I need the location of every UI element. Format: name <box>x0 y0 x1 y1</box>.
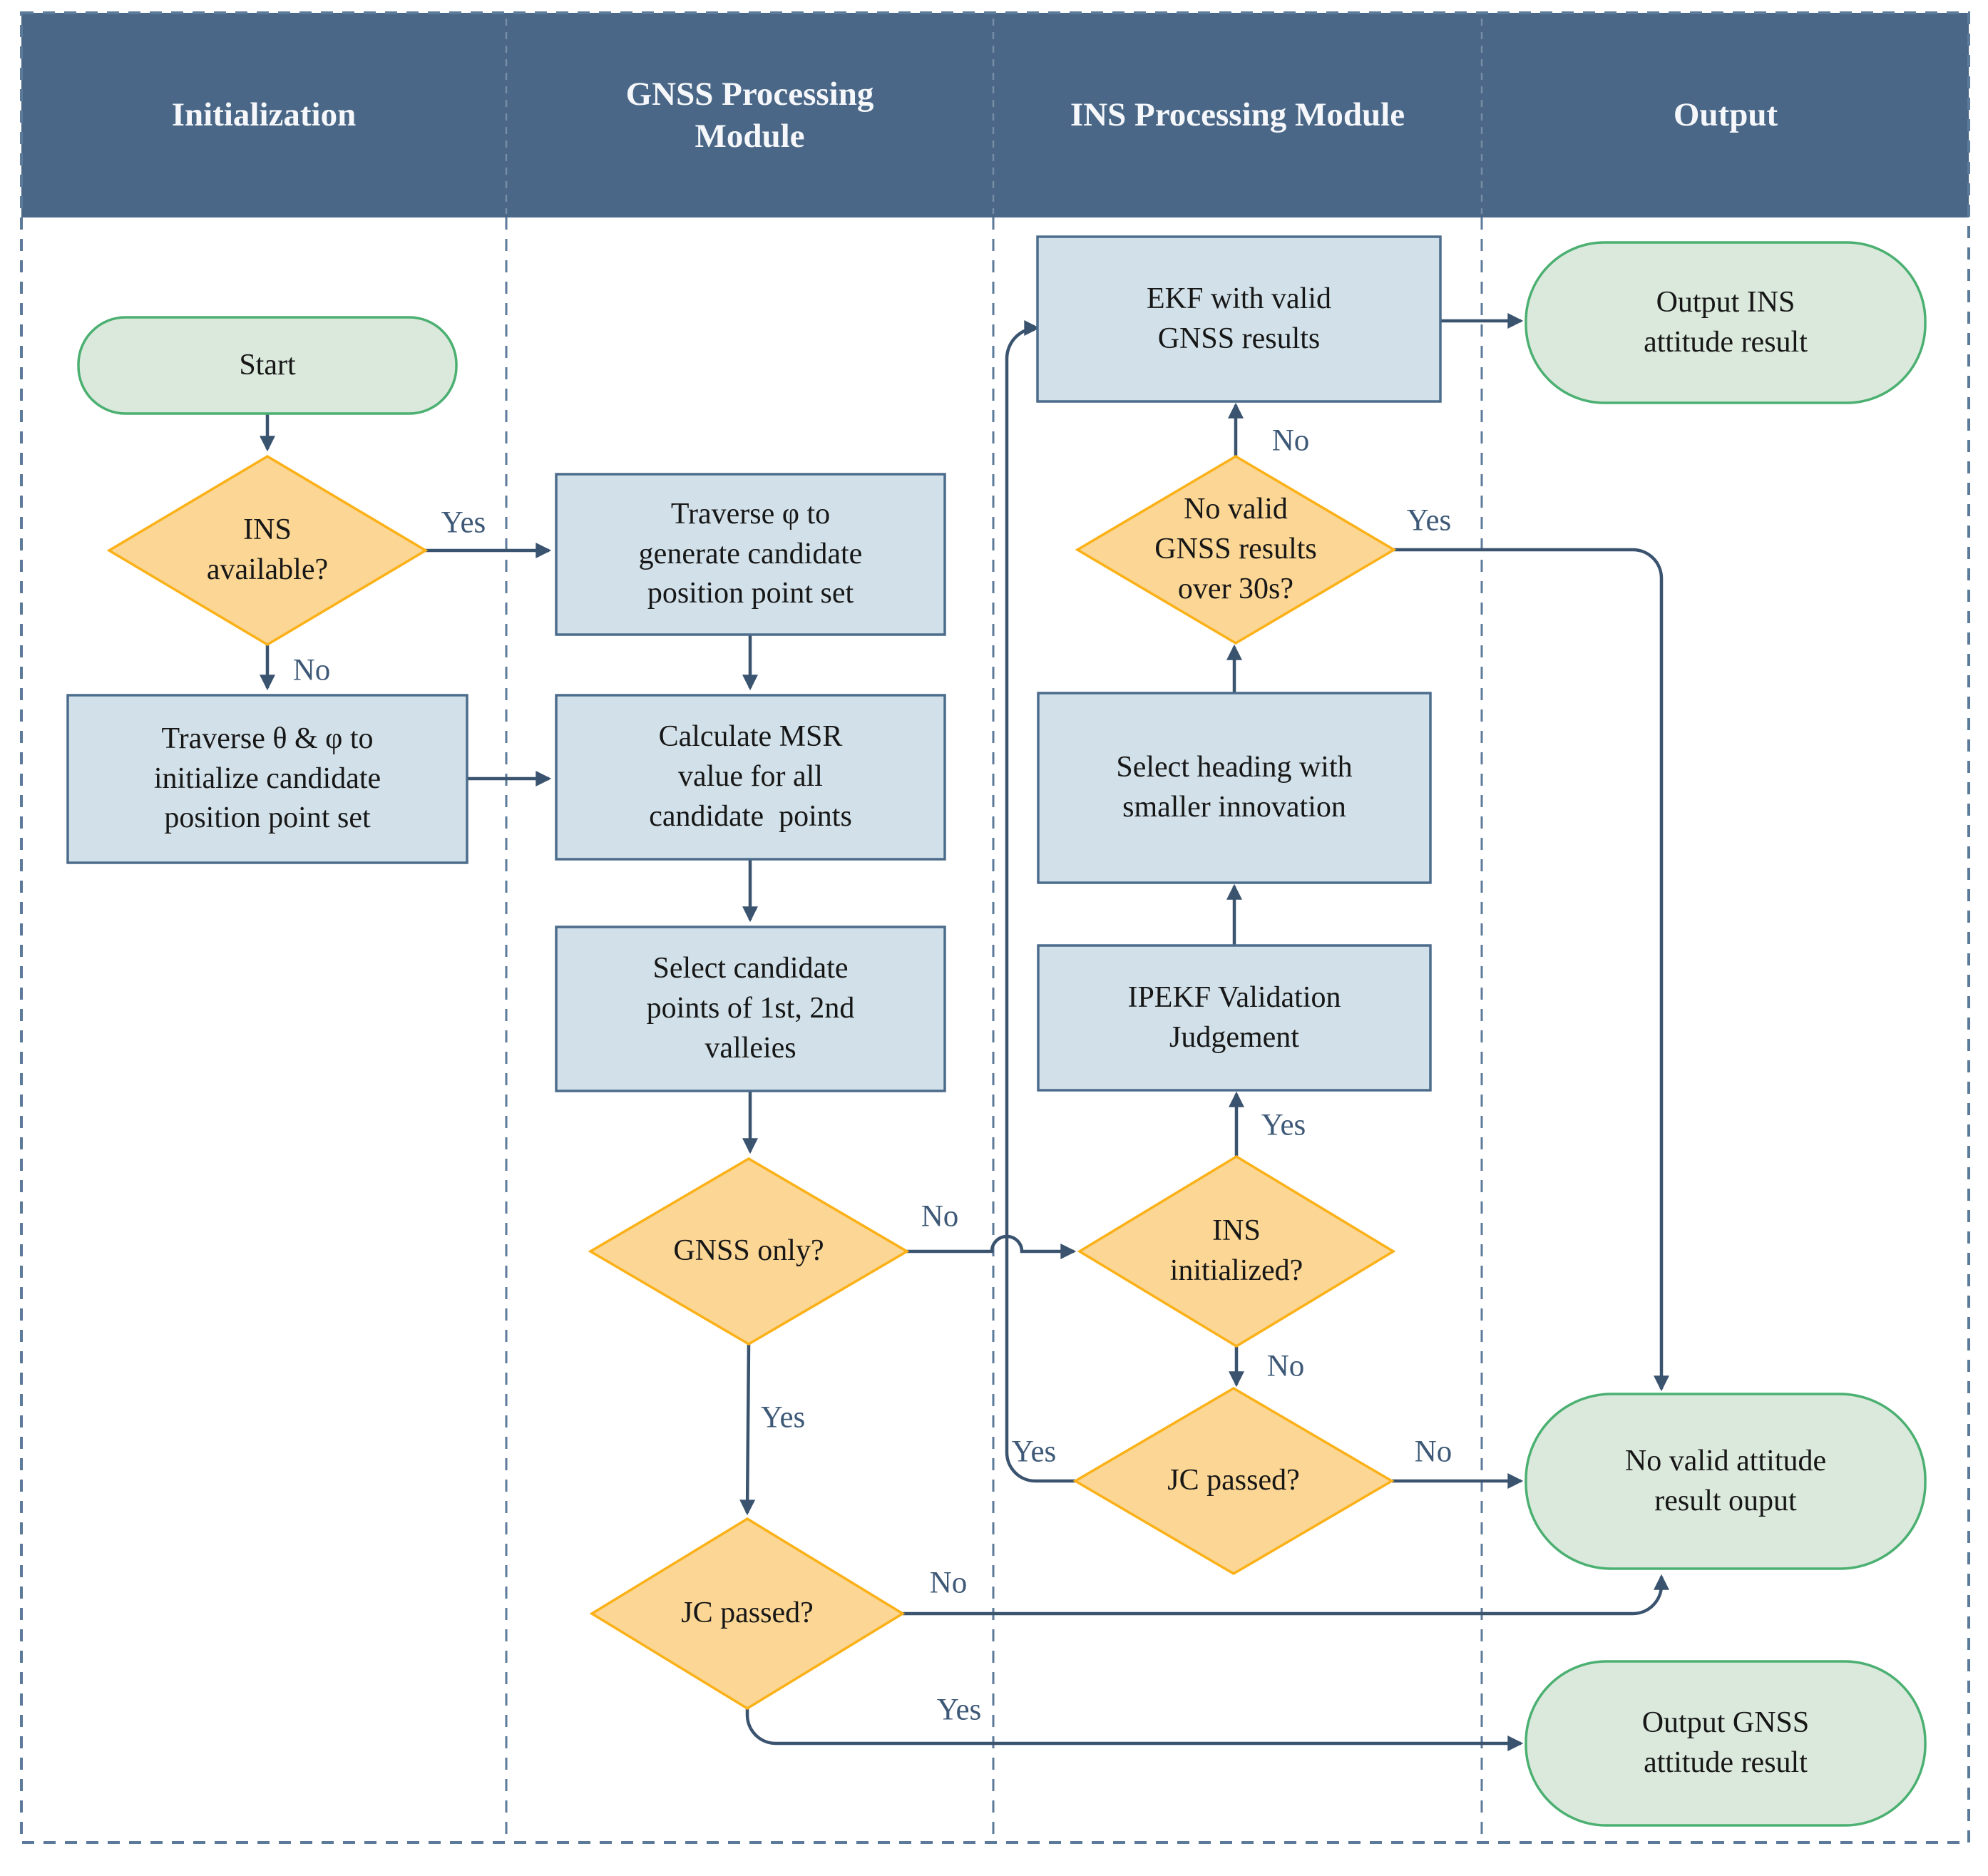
start-terminator-shape <box>77 316 458 415</box>
edge-gnss-only-no <box>907 1234 1077 1259</box>
edge-label-gnss-only-no: No <box>921 1199 959 1234</box>
diagram-border <box>20 11 1970 1844</box>
output-ins-terminator-shape <box>1525 241 1927 404</box>
no-valid-attitude-node: No valid attitude result ouput <box>1624 1444 1827 1517</box>
jc-passed-ins-decision-shape <box>1072 1386 1395 1576</box>
lane-header-ins-module: INS Processing Module <box>1070 96 1405 134</box>
traverse-phi-process-shape <box>555 473 946 636</box>
lane-header-initialization: Initialization <box>171 96 357 134</box>
traverse-theta-phi-process-shape <box>66 694 468 864</box>
lane-header-band <box>21 13 1969 217</box>
jc-passed-ins-node: JC passed? <box>1167 1464 1300 1497</box>
edge-label-ins-available-yes: Yes <box>441 506 486 540</box>
select-candidate-node: Select candidate points of 1st, 2nd vall… <box>646 952 855 1065</box>
select-heading-process-shape <box>1037 692 1432 884</box>
edge-label-gnss-only-yes: Yes <box>760 1400 806 1435</box>
output-gnss-terminator-shape <box>1525 1660 1927 1827</box>
no-valid-gnss-30s-decision-shape <box>1075 454 1397 645</box>
edge-label-ins-initialized-yes: Yes <box>1261 1108 1306 1142</box>
edge-label-ins-initialized-no: No <box>1266 1349 1305 1383</box>
edge-30s-yes <box>1394 548 1669 1392</box>
edge-label-jc-ins-no: No <box>1414 1435 1452 1469</box>
jc-passed-gnss-node: JC passed? <box>681 1596 814 1630</box>
no-valid-attitude-terminator-shape <box>1525 1393 1927 1570</box>
edge-label-30s-yes: Yes <box>1406 503 1452 538</box>
ins-initialized-decision-shape <box>1077 1154 1396 1348</box>
start-node: Start <box>239 348 296 381</box>
edge-label-jc-ins-yes: Yes <box>1011 1435 1057 1469</box>
ins-initialized-node: INS initialized? <box>1169 1214 1303 1287</box>
edge-label-jc-gnss-yes: Yes <box>936 1693 982 1727</box>
edge-gnss-only-yes <box>739 1343 756 1516</box>
edge-label-30s-no: No <box>1271 424 1310 458</box>
jc-passed-gnss-decision-shape <box>589 1517 906 1711</box>
ekf-process-shape <box>1036 235 1442 403</box>
edge-label-ins-available-no: No <box>292 653 331 687</box>
lane-header-output: Output <box>1673 96 1778 134</box>
edge-label-jc-gnss-no: No <box>929 1566 968 1600</box>
ekf-valid-node: EKF with valid GNSS results <box>1147 282 1331 355</box>
traverse-phi-node: Traverse φ to generate candidate positio… <box>638 497 863 610</box>
ipekf-validation-node: IPEKF Validation Judgement <box>1127 980 1341 1054</box>
gnss-only-node: GNSS only? <box>673 1234 824 1268</box>
ins-available-decision-shape <box>106 454 429 647</box>
gnss-only-decision-shape <box>588 1157 910 1346</box>
select-candidate-process-shape <box>555 926 946 1092</box>
output-gnss-node: Output GNSS attitude result <box>1641 1706 1810 1779</box>
no-valid-gnss-30s-node: No valid GNSS results over 30s? <box>1154 493 1317 605</box>
ins-available-node: INS available? <box>206 513 329 586</box>
traverse-theta-phi-node: Traverse θ & φ to initialize candidate p… <box>153 722 381 835</box>
calculate-msr-node: Calculate MSR value for all candidate po… <box>649 720 852 833</box>
edge-jc-ins-yes-feedback <box>1005 320 1075 1483</box>
calculate-msr-process-shape <box>555 694 946 861</box>
output-ins-node: Output INS attitude result <box>1644 285 1808 359</box>
select-heading-node: Select heading with smaller innovation <box>1116 751 1353 824</box>
lane-header-gnss-module: GNSS Processing Module <box>625 75 874 155</box>
ipekf-process-shape <box>1037 944 1432 1092</box>
edge-jc-gnss-yes <box>745 1708 1524 1751</box>
edge-jc-gnss-no <box>903 1574 1669 1616</box>
